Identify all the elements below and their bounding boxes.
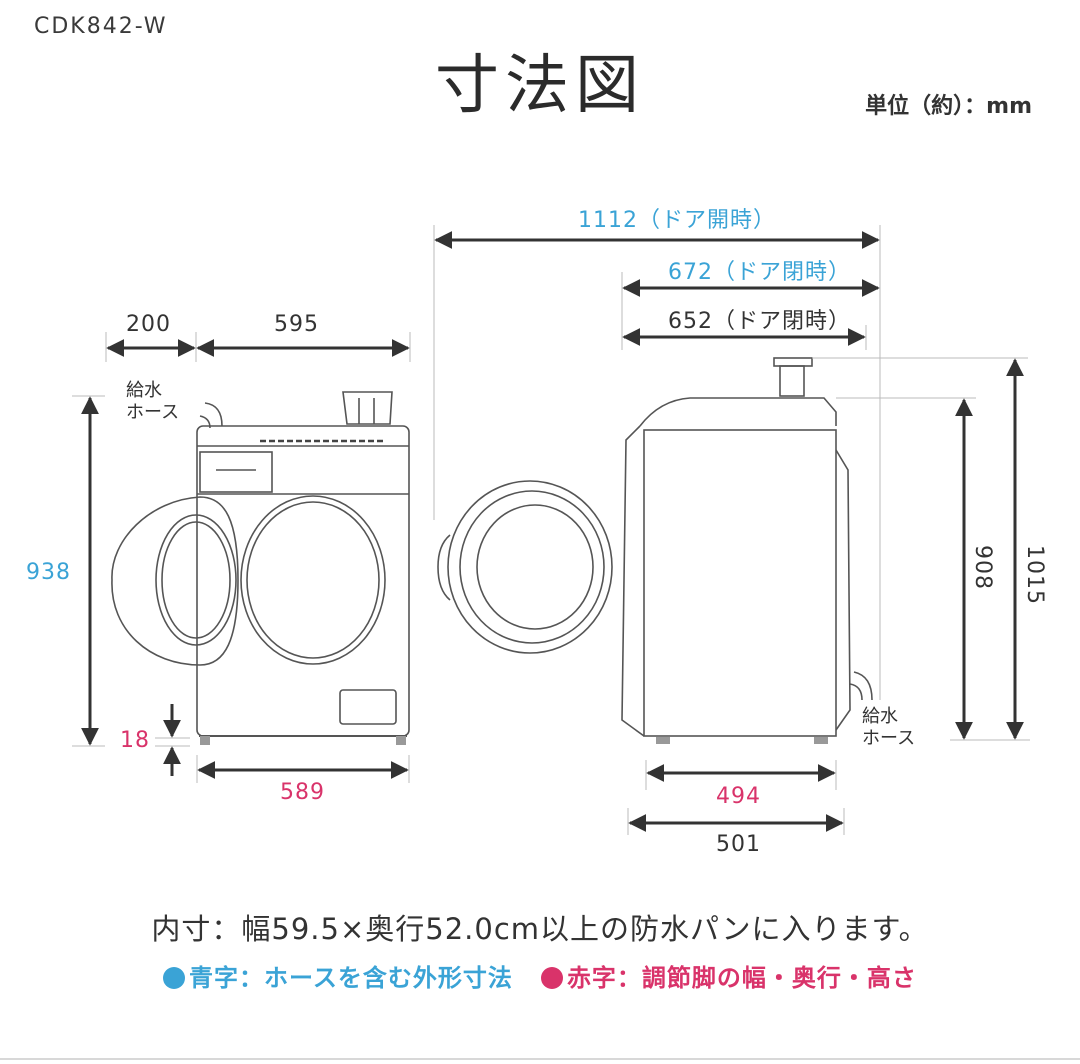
dim-leg-depth: 494 — [716, 784, 761, 809]
side-view-washer — [437, 357, 873, 744]
model-number: CDK842-W — [34, 14, 168, 39]
dim-leg-width: 589 — [280, 780, 325, 805]
dim-depth-closed: 652（ドア閉時） — [668, 309, 851, 334]
dim-body-height: 908 — [970, 545, 995, 590]
red-dot-icon — [540, 967, 563, 989]
dim-depth-closed-with-hose: 672（ドア閉時） — [668, 260, 851, 285]
hose-label-side: 給水 ホース — [862, 706, 916, 749]
dim-total-height: 1015 — [1022, 545, 1047, 605]
dim-hose-offset: 200 — [126, 312, 171, 337]
unit-label: 単位（約）：mm — [865, 94, 1032, 119]
dim-leg-height: 18 — [120, 728, 150, 753]
legend-blue: 青字：ホースを含む外形寸法 — [189, 964, 513, 992]
hose-label-front: 給水 ホース — [126, 380, 180, 423]
dim-base-depth: 501 — [716, 832, 761, 857]
dim-height-with-hose: 938 — [26, 560, 71, 585]
color-legend: 青字：ホースを含む外形寸法 赤字：調節脚の幅・奥行・高さ — [0, 958, 1080, 993]
front-view-washer — [111, 391, 410, 745]
page-title: 寸法図 — [435, 49, 645, 123]
legend-red: 赤字：調節脚の幅・奥行・高さ — [566, 964, 917, 992]
waterproof-pan-note: 内寸：幅59.5×奥行52.0cm以上の防水パンに入ります。 — [151, 912, 929, 946]
blue-dot-icon — [163, 967, 186, 989]
dim-width-with-hose: 595 — [274, 312, 319, 337]
bottom-divider — [0, 1058, 1080, 1060]
dim-depth-door-open: 1112（ドア開時） — [578, 208, 776, 233]
